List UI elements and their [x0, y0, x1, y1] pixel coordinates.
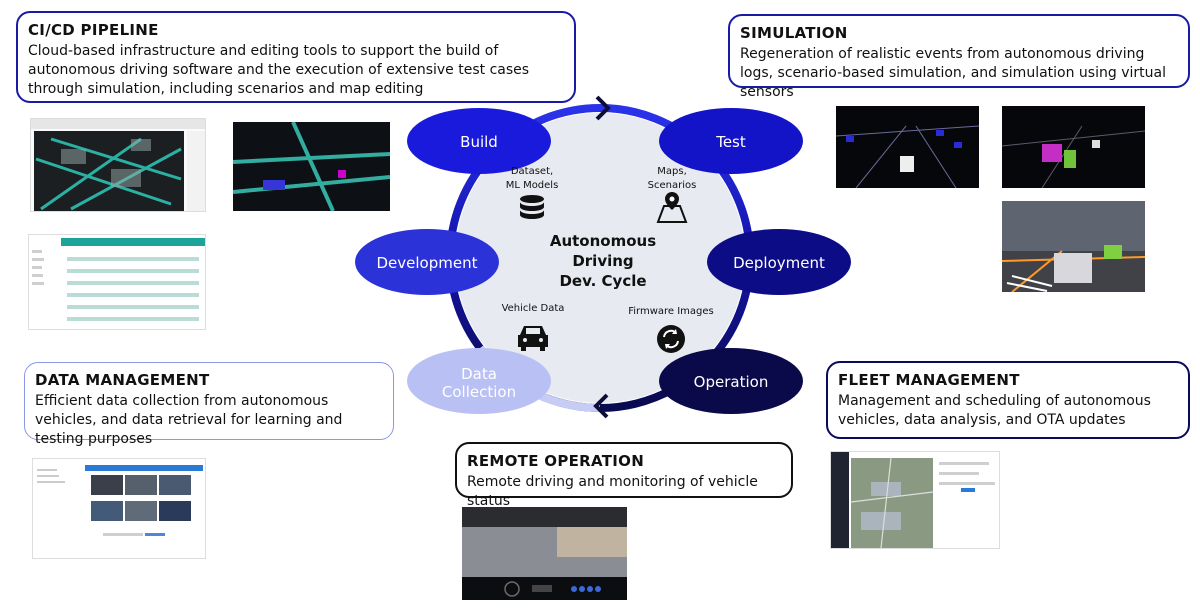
- artifact-dataset-line2: ML Models: [506, 180, 559, 191]
- car-icon: [518, 326, 548, 351]
- simulation-screenshot-2: [1002, 106, 1145, 188]
- artifact-maps-line2: Scenarios: [648, 180, 697, 191]
- stage-data-collection: Data Collection: [407, 348, 551, 414]
- fleet-management-screenshot: [830, 451, 1000, 549]
- cicd-dashboard-screenshot: [28, 234, 206, 330]
- remote-operation-screenshot: [462, 507, 627, 600]
- refresh-icon: [657, 325, 685, 353]
- simulation-screenshot-3: [1002, 201, 1145, 292]
- cycle-ring: [446, 104, 754, 412]
- simulation-title: SIMULATION: [740, 24, 848, 42]
- artifact-firmware: Firmware Images: [628, 306, 714, 317]
- center-title: Autonomous Driving Dev. Cycle: [550, 232, 656, 290]
- cicd-title: CI/CD PIPELINE: [28, 21, 159, 39]
- data-management-description: Efficient data collection from autonomou…: [35, 393, 343, 447]
- center-title-line1: Autonomous: [550, 232, 656, 250]
- cicd-pointcloud-screenshot: [30, 118, 206, 212]
- stage-deployment: Deployment: [707, 229, 851, 295]
- stage-build-label: Build: [460, 133, 498, 151]
- callout-simulation: SIMULATION Regeneration of realistic eve…: [728, 14, 1190, 100]
- center-title-line2: Driving: [572, 252, 633, 270]
- callout-cicd-pipeline: CI/CD PIPELINE Cloud-based infrastructur…: [16, 11, 576, 103]
- stage-test: Test: [659, 108, 803, 174]
- stage-operation: Operation: [659, 348, 803, 414]
- simulation-description: Regeneration of realistic events from au…: [740, 46, 1166, 100]
- callout-fleet-management: FLEET MANAGEMENT Management and scheduli…: [826, 361, 1190, 439]
- stage-deployment-label: Deployment: [733, 254, 825, 272]
- simulation-screenshot-1: [836, 106, 979, 188]
- arrow-left-icon: [593, 393, 609, 419]
- remote-operation-description: Remote driving and monitoring of vehicle…: [467, 474, 758, 509]
- stage-data-collection-label-2: Collection: [442, 383, 516, 401]
- remote-operation-title: REMOTE OPERATION: [467, 452, 645, 470]
- cicd-map-editor-screenshot: [233, 122, 390, 211]
- artifact-vehicle-data: Vehicle Data: [502, 303, 565, 314]
- arrow-right-icon: [595, 95, 611, 121]
- data-management-title: DATA MANAGEMENT: [35, 371, 210, 389]
- cycle-disc: [455, 113, 745, 403]
- map-pin-icon: [656, 192, 688, 223]
- center-title-line3: Dev. Cycle: [559, 272, 646, 290]
- stage-development-label: Development: [377, 254, 478, 272]
- fleet-management-title: FLEET MANAGEMENT: [838, 371, 1020, 389]
- artifact-maps-line1: Maps,: [657, 166, 687, 177]
- artifact-dataset-line1: Dataset,: [511, 166, 553, 177]
- data-management-screenshot: [32, 458, 206, 559]
- cycle-ring-light-segment: [476, 345, 601, 412]
- stage-test-label: Test: [715, 133, 746, 151]
- stage-data-collection-label-1: Data: [461, 365, 497, 383]
- stage-build: Build: [407, 108, 551, 174]
- stage-operation-label: Operation: [694, 373, 769, 391]
- cicd-description: Cloud-based infrastructure and editing t…: [28, 43, 530, 97]
- callout-remote-operation: REMOTE OPERATION Remote driving and moni…: [455, 442, 793, 509]
- callout-data-management: DATA MANAGEMENT Efficient data collectio…: [24, 362, 394, 447]
- database-icon: [520, 195, 544, 219]
- fleet-management-description: Management and scheduling of autonomous …: [838, 393, 1151, 428]
- stage-development: Development: [355, 229, 499, 295]
